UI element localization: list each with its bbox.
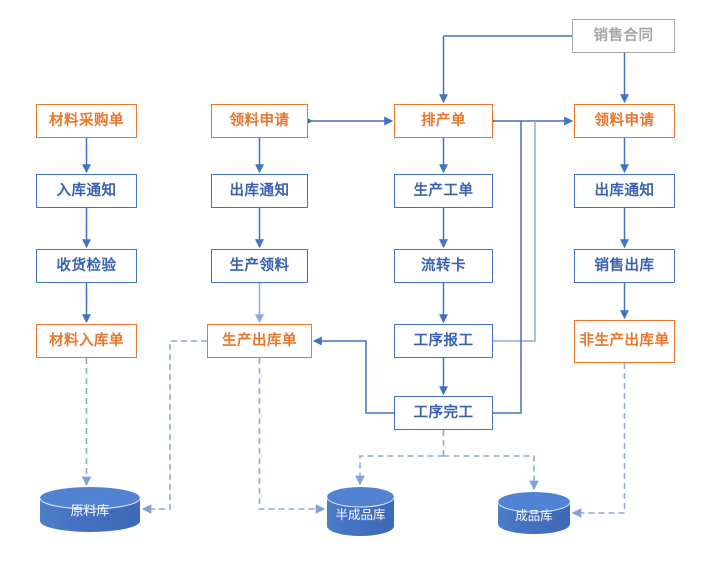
node-label: 出库通知 [229, 182, 290, 199]
edge-process-complete-to-production-plan [493, 121, 522, 414]
node-sales-outbound[interactable]: 销售出库 [574, 249, 675, 283]
node-label: 出库通知 [594, 182, 655, 199]
node-outbound-notice[interactable]: 出库通知 [211, 174, 308, 208]
node-label: 收货检验 [56, 257, 117, 274]
node-production-picking[interactable]: 生产领料 [211, 249, 308, 283]
edge-production-outbound-to-raw-warehouse [141, 340, 207, 514]
node-process-complete[interactable]: 工序完工 [394, 396, 493, 430]
node-label: 材料采购单 [49, 112, 124, 129]
node-production-plan-order[interactable]: 排产单 [394, 104, 493, 138]
node-sales-picking-request[interactable]: 领料申请 [574, 104, 675, 138]
cylinder-shape [40, 487, 140, 532]
database-semifinished-warehouse[interactable]: 半成品库 [327, 487, 394, 536]
edge-group-dashed [81, 340, 626, 518]
database-finished-goods-warehouse[interactable]: 成品库 [498, 492, 570, 534]
node-production-work-order[interactable]: 生产工单 [394, 174, 493, 208]
cylinder-shape [327, 487, 394, 536]
node-sales-outbound-notice[interactable]: 出库通知 [574, 174, 675, 208]
node-label: 生产出库单 [222, 332, 297, 349]
node-label: 非生产出库单 [579, 333, 670, 350]
cylinder-shape [498, 492, 570, 534]
node-material-inbound-order[interactable]: 材料入库单 [36, 324, 137, 358]
node-label: 领料申请 [594, 112, 655, 129]
database-raw-material-warehouse[interactable]: 原料库 [40, 487, 140, 532]
node-sales-contract[interactable]: 销售合同 [572, 19, 675, 53]
database-label: 原料库 [70, 504, 110, 520]
edge-process-report-to-production-plan [493, 121, 536, 342]
node-material-purchase-order[interactable]: 材料采购单 [36, 104, 137, 138]
node-label: 入库通知 [56, 182, 117, 199]
node-nonproduction-outbound-order[interactable]: 非生产出库单 [574, 320, 675, 363]
edge-group-solid [82, 35, 629, 414]
node-inbound-notice[interactable]: 入库通知 [36, 174, 137, 208]
node-label: 材料入库单 [49, 332, 124, 349]
node-label: 排产单 [421, 112, 466, 129]
node-production-outbound-order[interactable]: 生产出库单 [207, 324, 312, 358]
node-picking-request[interactable]: 领料申请 [211, 104, 308, 138]
edge-process-complete-to-production-outbound [312, 336, 394, 414]
node-label: 领料申请 [229, 112, 290, 129]
node-label: 工序报工 [413, 332, 474, 349]
node-process-report[interactable]: 工序报工 [394, 324, 493, 358]
node-label: 生产工单 [413, 182, 474, 199]
node-label: 流转卡 [421, 257, 466, 274]
node-label: 销售合同 [593, 27, 654, 44]
node-routing-card[interactable]: 流转卡 [394, 249, 493, 283]
edge-process-complete-to-finished [443, 455, 539, 491]
edge-production-outbound-to-semifinished-warehouse [258, 358, 326, 514]
node-label: 销售出库 [594, 257, 655, 274]
node-label: 工序完工 [413, 404, 474, 421]
edge-process-complete-to-semifinished [355, 455, 444, 486]
database-label: 半成品库 [335, 506, 386, 522]
node-receipt-inspection[interactable]: 收货检验 [36, 249, 137, 283]
node-label: 生产领料 [229, 257, 290, 274]
database-label: 成品库 [515, 508, 553, 524]
edge-nonprod-outbound-to-finished-warehouse [571, 363, 626, 518]
